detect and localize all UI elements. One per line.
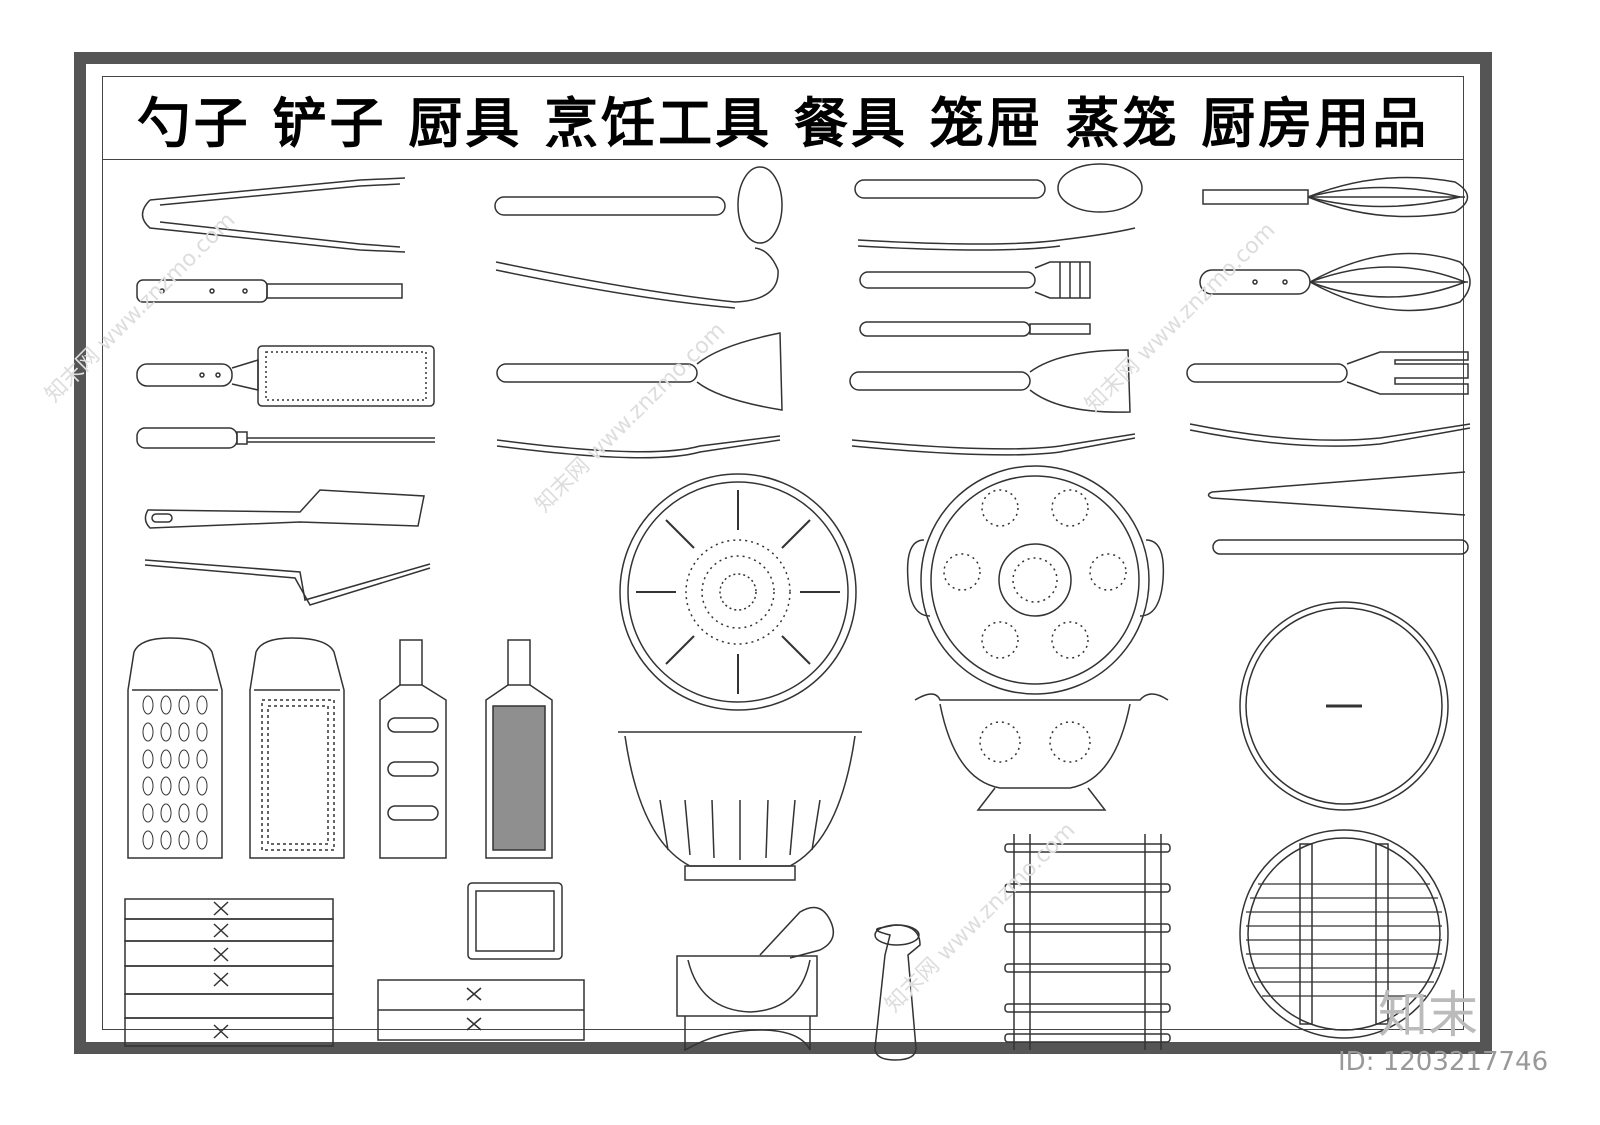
round-colander-icon <box>619 473 857 711</box>
flat-grater-upright-1-icon <box>379 639 447 859</box>
steamer-rack-icon <box>1004 834 1171 1050</box>
steamer-lid-icon <box>1239 601 1449 811</box>
handled-colander-icon <box>906 465 1165 695</box>
tongs-icon <box>141 177 406 253</box>
bamboo-steamer-icon <box>1239 829 1449 1039</box>
pastry-brush-icon <box>859 261 1091 337</box>
serving-tongs-icon <box>1207 471 1469 555</box>
pestle-icon <box>874 924 921 1061</box>
box-grater-1-icon <box>127 637 223 859</box>
turner-spatula-icon <box>496 332 783 459</box>
stacked-steamer-boxes-icon <box>124 898 334 1047</box>
flat-grater-upright-2-icon <box>485 639 553 859</box>
spatula-icon <box>144 489 431 606</box>
small-steamer-box-icon <box>377 882 585 1041</box>
brand-watermark: 知末 <box>1378 986 1478 1044</box>
ladle-icon <box>494 166 783 309</box>
drawing-frame: 勺子 铲子 厨具 烹饪工具 餐具 笼屉 蒸笼 厨房用品 <box>74 52 1492 1054</box>
flat-grater-side-icon <box>136 427 435 449</box>
slotted-spoon-icon <box>849 349 1136 456</box>
footed-colander-icon <box>914 693 1169 811</box>
whisk-icon <box>1202 176 1469 218</box>
whisk-2-icon <box>1199 252 1471 312</box>
image-id-label: ID: 1203217746 <box>1338 1047 1549 1077</box>
tongs-handle-icon <box>136 279 403 303</box>
box-grater-2-icon <box>249 637 345 859</box>
colander-bowl-icon <box>618 731 862 881</box>
page-title: 勺子 铲子 厨具 烹饪工具 餐具 笼屉 蒸笼 厨房用品 <box>103 77 1463 160</box>
fork-icon <box>1186 351 1471 447</box>
mortar-pestle-icon <box>676 906 835 1052</box>
wooden-spoon-icon <box>854 163 1143 251</box>
flat-grater-icon <box>136 345 435 407</box>
